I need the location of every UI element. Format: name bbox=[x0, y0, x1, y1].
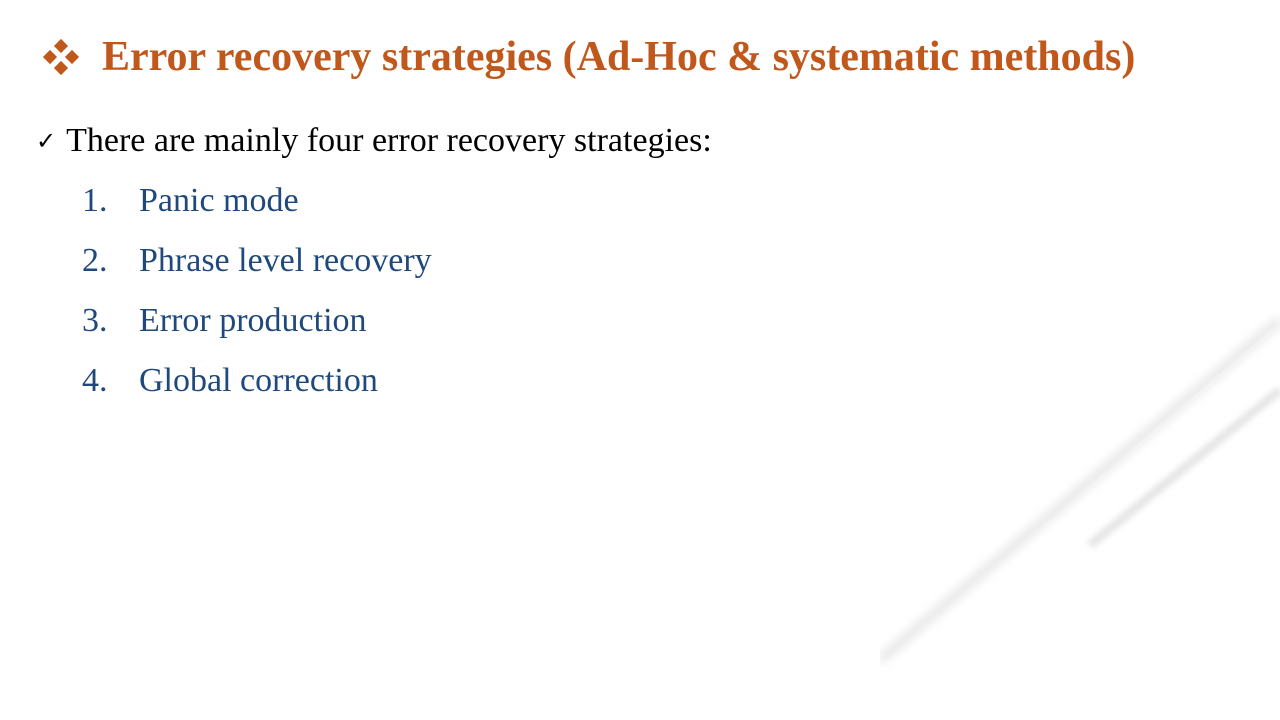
list-number: 4. bbox=[82, 362, 108, 399]
list-number: 1. bbox=[82, 182, 108, 219]
list-label: Error production bbox=[139, 302, 367, 339]
slide-title-row: Error recovery strategies (Ad-Hoc & syst… bbox=[42, 30, 1135, 84]
slide-title: Error recovery strategies (Ad-Hoc & syst… bbox=[102, 34, 1136, 80]
intro-text: There are mainly four error recovery str… bbox=[66, 122, 712, 159]
list-label: Panic mode bbox=[139, 182, 299, 219]
intro-line: ✓ There are mainly four error recovery s… bbox=[36, 119, 712, 163]
list-label: Phrase level recovery bbox=[139, 242, 432, 279]
list-item: 2. Phrase level recovery bbox=[82, 239, 432, 299]
list-number: 3. bbox=[82, 302, 108, 339]
four-diamond-bullet-icon bbox=[42, 38, 80, 76]
list-item: 1. Panic mode bbox=[82, 179, 432, 239]
check-icon: ✓ bbox=[36, 127, 57, 155]
decorative-streaks bbox=[880, 316, 1280, 664]
strategy-list: 1. Panic mode 2. Phrase level recovery 3… bbox=[82, 179, 432, 419]
list-item: 3. Error production bbox=[82, 299, 432, 359]
list-number: 2. bbox=[82, 242, 108, 279]
list-item: 4. Global correction bbox=[82, 359, 432, 419]
list-label: Global correction bbox=[139, 362, 378, 399]
